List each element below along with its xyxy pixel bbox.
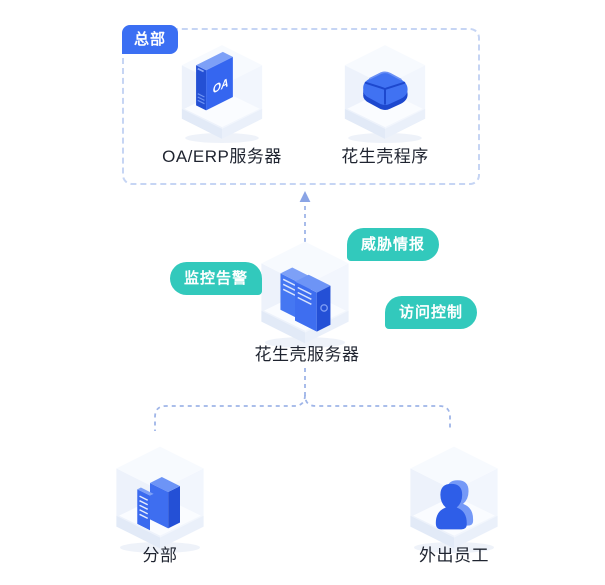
shell-shape [363,71,408,110]
remote-employee-label: 外出员工 [419,546,489,565]
building-shape [137,477,180,531]
software-box-shape: OA [196,51,233,111]
up-arrowhead-icon [299,191,311,202]
peanut-shell-server-label: 花生壳服务器 [254,345,360,364]
headquarters-tag: 总部 [122,25,179,54]
access-control-badge: 访问控制 [385,296,478,329]
monitor-alert-badge: 监控告警 [170,262,263,295]
person-shape [435,480,474,530]
threat-intel-badge: 威胁情报 [347,228,440,261]
branch-building-icon [116,446,204,553]
oa-erp-server-label: OA/ERP服务器 [162,147,282,166]
headquarters-group-box [122,28,480,185]
server-to-branch-dashed-line [154,394,306,431]
server-towers-shape [280,267,331,332]
peanut-shell-app-icon [344,45,426,144]
branch-office-label: 分部 [142,546,178,565]
peanut-shell-app-label: 花生壳程序 [341,147,429,166]
server-to-employee-dashed-line [304,368,451,431]
dual-server-icon [261,241,349,348]
remote-employee-icon [410,446,498,553]
oa-erp-server-icon: OA [181,45,263,144]
